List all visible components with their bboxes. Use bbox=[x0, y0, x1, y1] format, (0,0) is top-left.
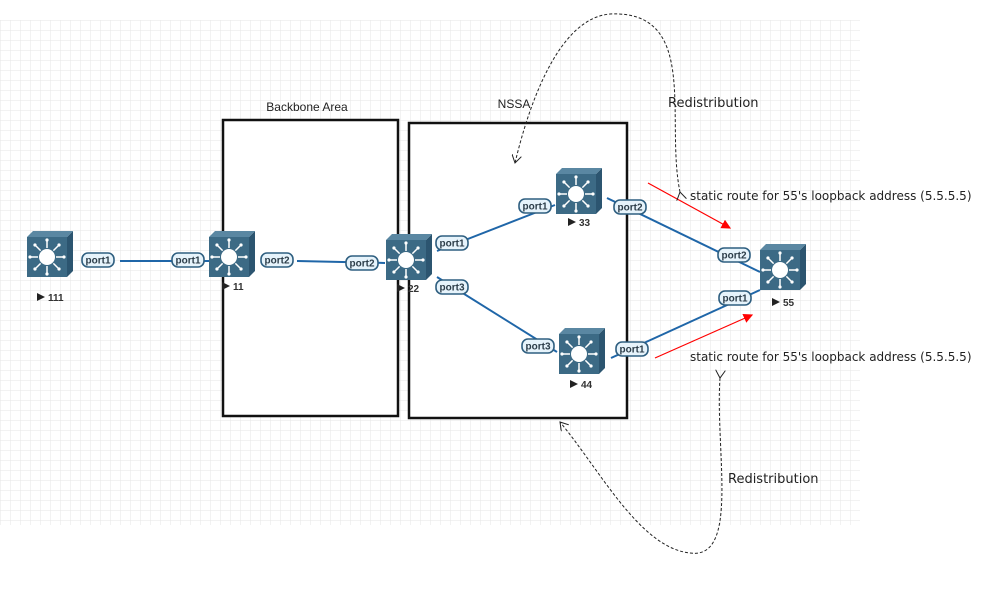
port-label-22-port1[interactable]: port1 bbox=[435, 235, 469, 251]
switch-node-22[interactable]: 22 bbox=[386, 234, 432, 295]
svg-text:port1: port1 bbox=[176, 256, 201, 267]
port-label-55-port2[interactable]: port2 bbox=[717, 247, 751, 263]
svg-text:port3: port3 bbox=[526, 342, 551, 353]
play-icon bbox=[568, 218, 576, 226]
play-icon bbox=[397, 284, 405, 292]
redistribution-arrow-bottom bbox=[560, 378, 722, 554]
play-icon bbox=[222, 282, 230, 290]
svg-text:port2: port2 bbox=[265, 256, 290, 267]
port-label-33-port1[interactable]: port1 bbox=[518, 198, 552, 214]
switch-node-11[interactable]: 11 bbox=[209, 231, 255, 293]
port-label-22-port2[interactable]: port2 bbox=[345, 255, 379, 271]
svg-text:port1: port1 bbox=[86, 256, 111, 267]
port-label-111-port1[interactable]: port1 bbox=[81, 252, 115, 268]
play-icon bbox=[37, 293, 45, 301]
svg-text:port2: port2 bbox=[722, 251, 747, 262]
static-route-arrow-bottom bbox=[654, 314, 754, 359]
switch-node-111[interactable]: 111 bbox=[27, 231, 73, 304]
svg-text:port1: port1 bbox=[440, 239, 465, 250]
static-route-label-bottom: static route for 55's loopback address (… bbox=[690, 350, 972, 364]
redistribution-label-bottom: Redistribution bbox=[728, 472, 819, 487]
svg-text:port1: port1 bbox=[523, 202, 548, 213]
svg-text:port1: port1 bbox=[620, 345, 645, 356]
static-route-label-top: static route for 55's loopback address (… bbox=[690, 189, 972, 203]
node-label: 11 bbox=[233, 282, 244, 293]
node-label: 55 bbox=[783, 298, 795, 309]
node-label: 22 bbox=[408, 284, 420, 295]
backbone-area-title: Backbone Area bbox=[266, 100, 348, 114]
node-label: 44 bbox=[581, 380, 593, 391]
svg-text:port1: port1 bbox=[723, 294, 748, 305]
port-label-11-port2[interactable]: port2 bbox=[260, 252, 294, 268]
svg-text:port2: port2 bbox=[350, 259, 375, 270]
redistribution-label-top: Redistribution bbox=[668, 96, 759, 111]
svg-text:port2: port2 bbox=[618, 203, 643, 214]
switch-node-55[interactable]: 55 bbox=[760, 244, 806, 309]
svg-text:port3: port3 bbox=[440, 283, 465, 294]
node-label: 111 bbox=[48, 293, 64, 304]
port-label-33-port2[interactable]: port2 bbox=[613, 199, 647, 215]
node-label: 33 bbox=[579, 218, 591, 229]
port-label-11-port1[interactable]: port1 bbox=[171, 252, 205, 268]
redistribution-arrow-top bbox=[515, 13, 680, 192]
port-label-22-port3[interactable]: port3 bbox=[435, 279, 469, 295]
play-icon bbox=[772, 298, 780, 306]
port-label-44-port3[interactable]: port3 bbox=[521, 338, 555, 354]
port-label-44-port1[interactable]: port1 bbox=[615, 341, 649, 357]
nssa-area-title: NSSA bbox=[498, 97, 531, 111]
port-label-55-port1[interactable]: port1 bbox=[718, 290, 752, 306]
